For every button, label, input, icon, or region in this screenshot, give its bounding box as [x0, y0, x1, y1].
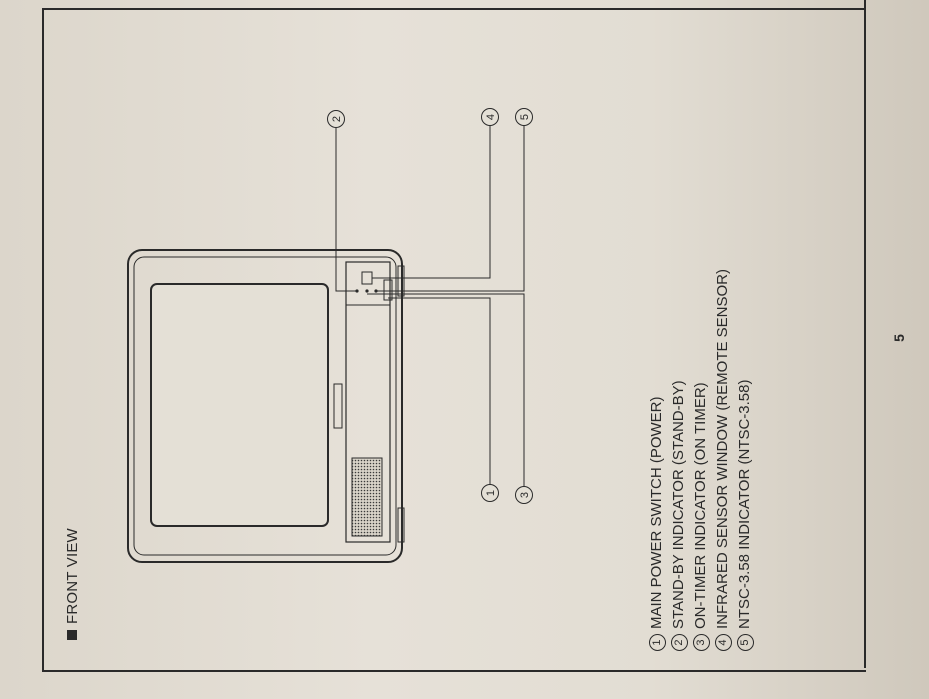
- callout-5: 5: [515, 108, 533, 126]
- legend-text-1: MAIN POWER SWITCH (POWER): [648, 396, 665, 630]
- legend-text-3: ON-TIMER INDICATOR (ON TIMER): [692, 382, 709, 629]
- main-power-switch: [383, 279, 393, 301]
- callout-1: 1: [481, 484, 499, 502]
- side-bracket-bottom: [397, 507, 405, 543]
- callout-1-label: 1: [485, 490, 497, 496]
- leader-line-2: [335, 128, 357, 292]
- legend-item-3: 3 ON-TIMER INDICATOR (ON TIMER): [692, 382, 710, 651]
- legend-number-1: 1: [649, 634, 666, 651]
- leader-line-3: [367, 293, 525, 486]
- callout-2-label: 2: [331, 116, 343, 122]
- legend-text-4: INFRARED SENSOR WINDOW (REMOTE SENSOR): [714, 268, 731, 629]
- tv-cabinet-inner: [133, 256, 397, 556]
- page-border-right: [864, 0, 866, 668]
- legend-number-3: 3: [693, 634, 710, 651]
- side-bracket-top: [397, 265, 405, 297]
- callout-4: 4: [481, 108, 499, 126]
- callout-3: 3: [515, 486, 533, 504]
- legend-item-4: 4 INFRARED SENSOR WINDOW (REMOTE SENSOR): [714, 269, 732, 651]
- legend-item-1: 1 MAIN POWER SWITCH (POWER): [648, 396, 666, 651]
- control-panel: [345, 261, 391, 543]
- leader-line-4: [372, 126, 491, 279]
- leader-line-5: [376, 126, 525, 292]
- tv-screen: [150, 283, 329, 527]
- callout-2: 2: [327, 110, 345, 128]
- callout-5-label: 5: [519, 114, 531, 120]
- legend-item-2: 2 STAND-BY INDICATOR (STAND-BY): [670, 380, 688, 651]
- infrared-sensor-window: [361, 271, 373, 285]
- tv-cabinet: [127, 249, 403, 563]
- page-number: 5: [890, 334, 907, 342]
- legend-item-5: 5 NTSC-3.58 INDICATOR (NTSC-3.58): [736, 379, 754, 651]
- legend-number-5: 5: [737, 634, 754, 651]
- legend-text-2: STAND-BY INDICATOR (STAND-BY): [670, 380, 687, 629]
- on-timer-indicator: [365, 289, 369, 293]
- front-slot: [333, 383, 343, 429]
- legend-text-5: NTSC-3.58 INDICATOR (NTSC-3.58): [736, 379, 753, 630]
- page-border: [42, 8, 866, 672]
- leader-line-1: [388, 297, 491, 484]
- legend-number-4: 4: [715, 634, 732, 651]
- callout-4-label: 4: [485, 114, 497, 120]
- callout-3-label: 3: [519, 492, 531, 498]
- legend-number-2: 2: [671, 634, 688, 651]
- speaker-grille: [351, 457, 383, 537]
